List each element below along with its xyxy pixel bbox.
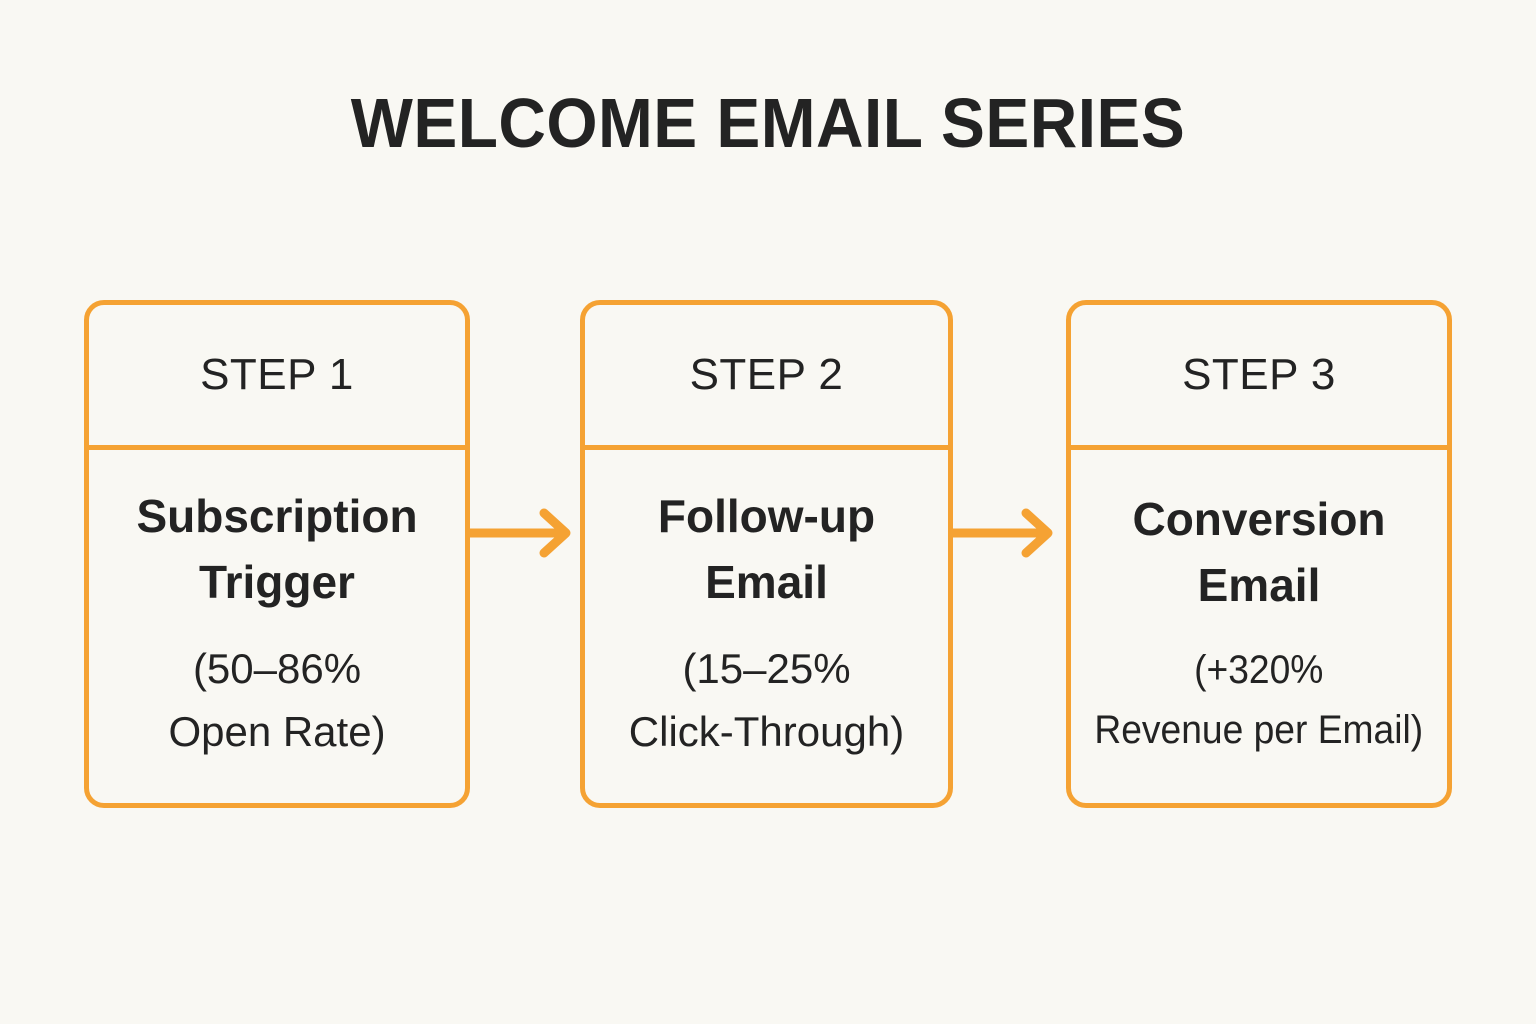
step-card-1-stat: (50–86% Open Rate) xyxy=(168,644,386,755)
step-card-1-header-label: STEP 1 xyxy=(200,350,354,399)
step-card-3-title: Conversion Email xyxy=(1132,493,1386,611)
step-card-2-header: STEP 2 xyxy=(585,305,948,450)
step-card-3-header-label: STEP 3 xyxy=(1182,350,1336,399)
step-card-2-header-label: STEP 2 xyxy=(689,350,844,399)
step-card-3[interactable]: STEP 3 Conversion Email (+320% Revenue p… xyxy=(1066,300,1452,808)
step-card-2-body: Follow-up Email (15–25% Click-Through) xyxy=(585,450,948,803)
step-card-1-title: Subscription Trigger xyxy=(136,490,418,608)
step-card-2-title: Follow-up Email xyxy=(657,490,876,608)
step-card-1-header: STEP 1 xyxy=(89,305,465,450)
step-card-3-body: Conversion Email (+320% Revenue per Emai… xyxy=(1071,450,1447,803)
step-card-3-header: STEP 3 xyxy=(1071,305,1447,450)
step-card-2-stat: (15–25% Click-Through) xyxy=(628,644,905,755)
step-card-1-body: Subscription Trigger (50–86% Open Rate) xyxy=(89,450,465,803)
page-title: WELCOME EMAIL SERIES xyxy=(350,84,1186,162)
arrow-right-icon-2 xyxy=(950,505,1066,561)
step-card-3-stat: (+320% Revenue per Email) xyxy=(1094,647,1424,752)
arrow-right-icon-1 xyxy=(468,505,584,561)
step-card-1[interactable]: STEP 1 Subscription Trigger (50–86% Open… xyxy=(84,300,470,808)
step-flow: STEP 1 Subscription Trigger (50–86% Open… xyxy=(84,300,1452,808)
step-card-2[interactable]: STEP 2 Follow-up Email (15–25% Click-Thr… xyxy=(580,300,953,808)
